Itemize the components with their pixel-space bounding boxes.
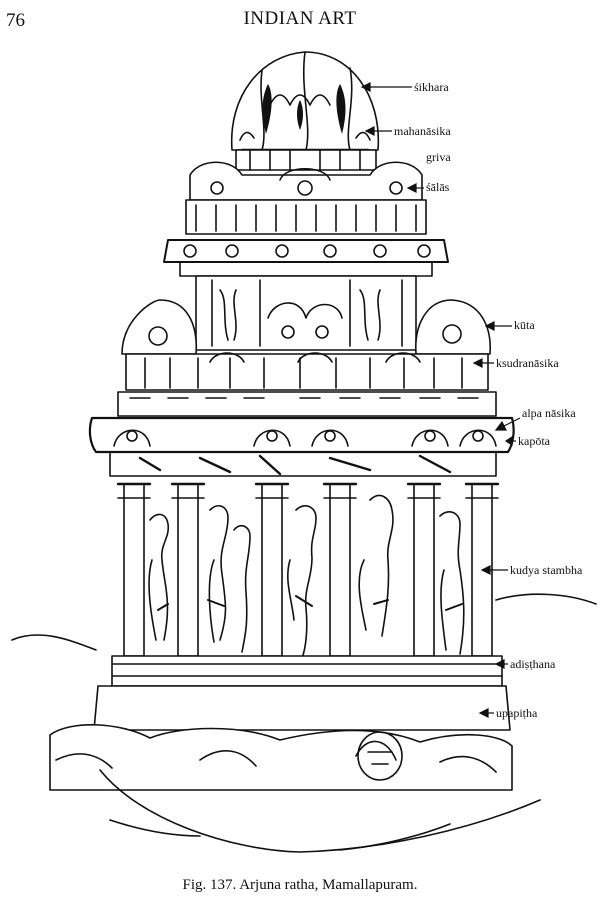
label-griva: griva bbox=[426, 150, 451, 164]
running-head: INDIAN ART bbox=[243, 8, 357, 29]
kuta-right bbox=[415, 299, 491, 355]
label-adisthana: adiṣṭhana bbox=[510, 657, 556, 671]
page-number: 76 bbox=[6, 10, 25, 31]
label-ksudranasika: ksudranāsika bbox=[496, 356, 559, 370]
upapitha bbox=[93, 685, 511, 731]
niche-figures bbox=[148, 494, 465, 659]
label-alpa-nasika: alpa nāsika bbox=[522, 406, 576, 420]
label-salas: śālās bbox=[426, 180, 450, 194]
main-kapota bbox=[88, 416, 515, 454]
label-kapota: kapōta bbox=[518, 434, 550, 448]
label-upapitha: upapiṭha bbox=[496, 706, 538, 720]
figure-caption: Fig. 137. Arjuna ratha, Mamallapuram. bbox=[182, 877, 418, 893]
pillars bbox=[123, 483, 493, 657]
label-mahanasika: mahanāsika bbox=[394, 124, 451, 138]
base-rocks bbox=[49, 724, 513, 791]
griva bbox=[235, 149, 377, 171]
label-sikhara: śikhara bbox=[414, 80, 449, 94]
adisthana bbox=[111, 655, 503, 687]
label-kuta: kūta bbox=[514, 318, 535, 332]
label-kudya-stambha: kudya stambha bbox=[510, 563, 583, 577]
